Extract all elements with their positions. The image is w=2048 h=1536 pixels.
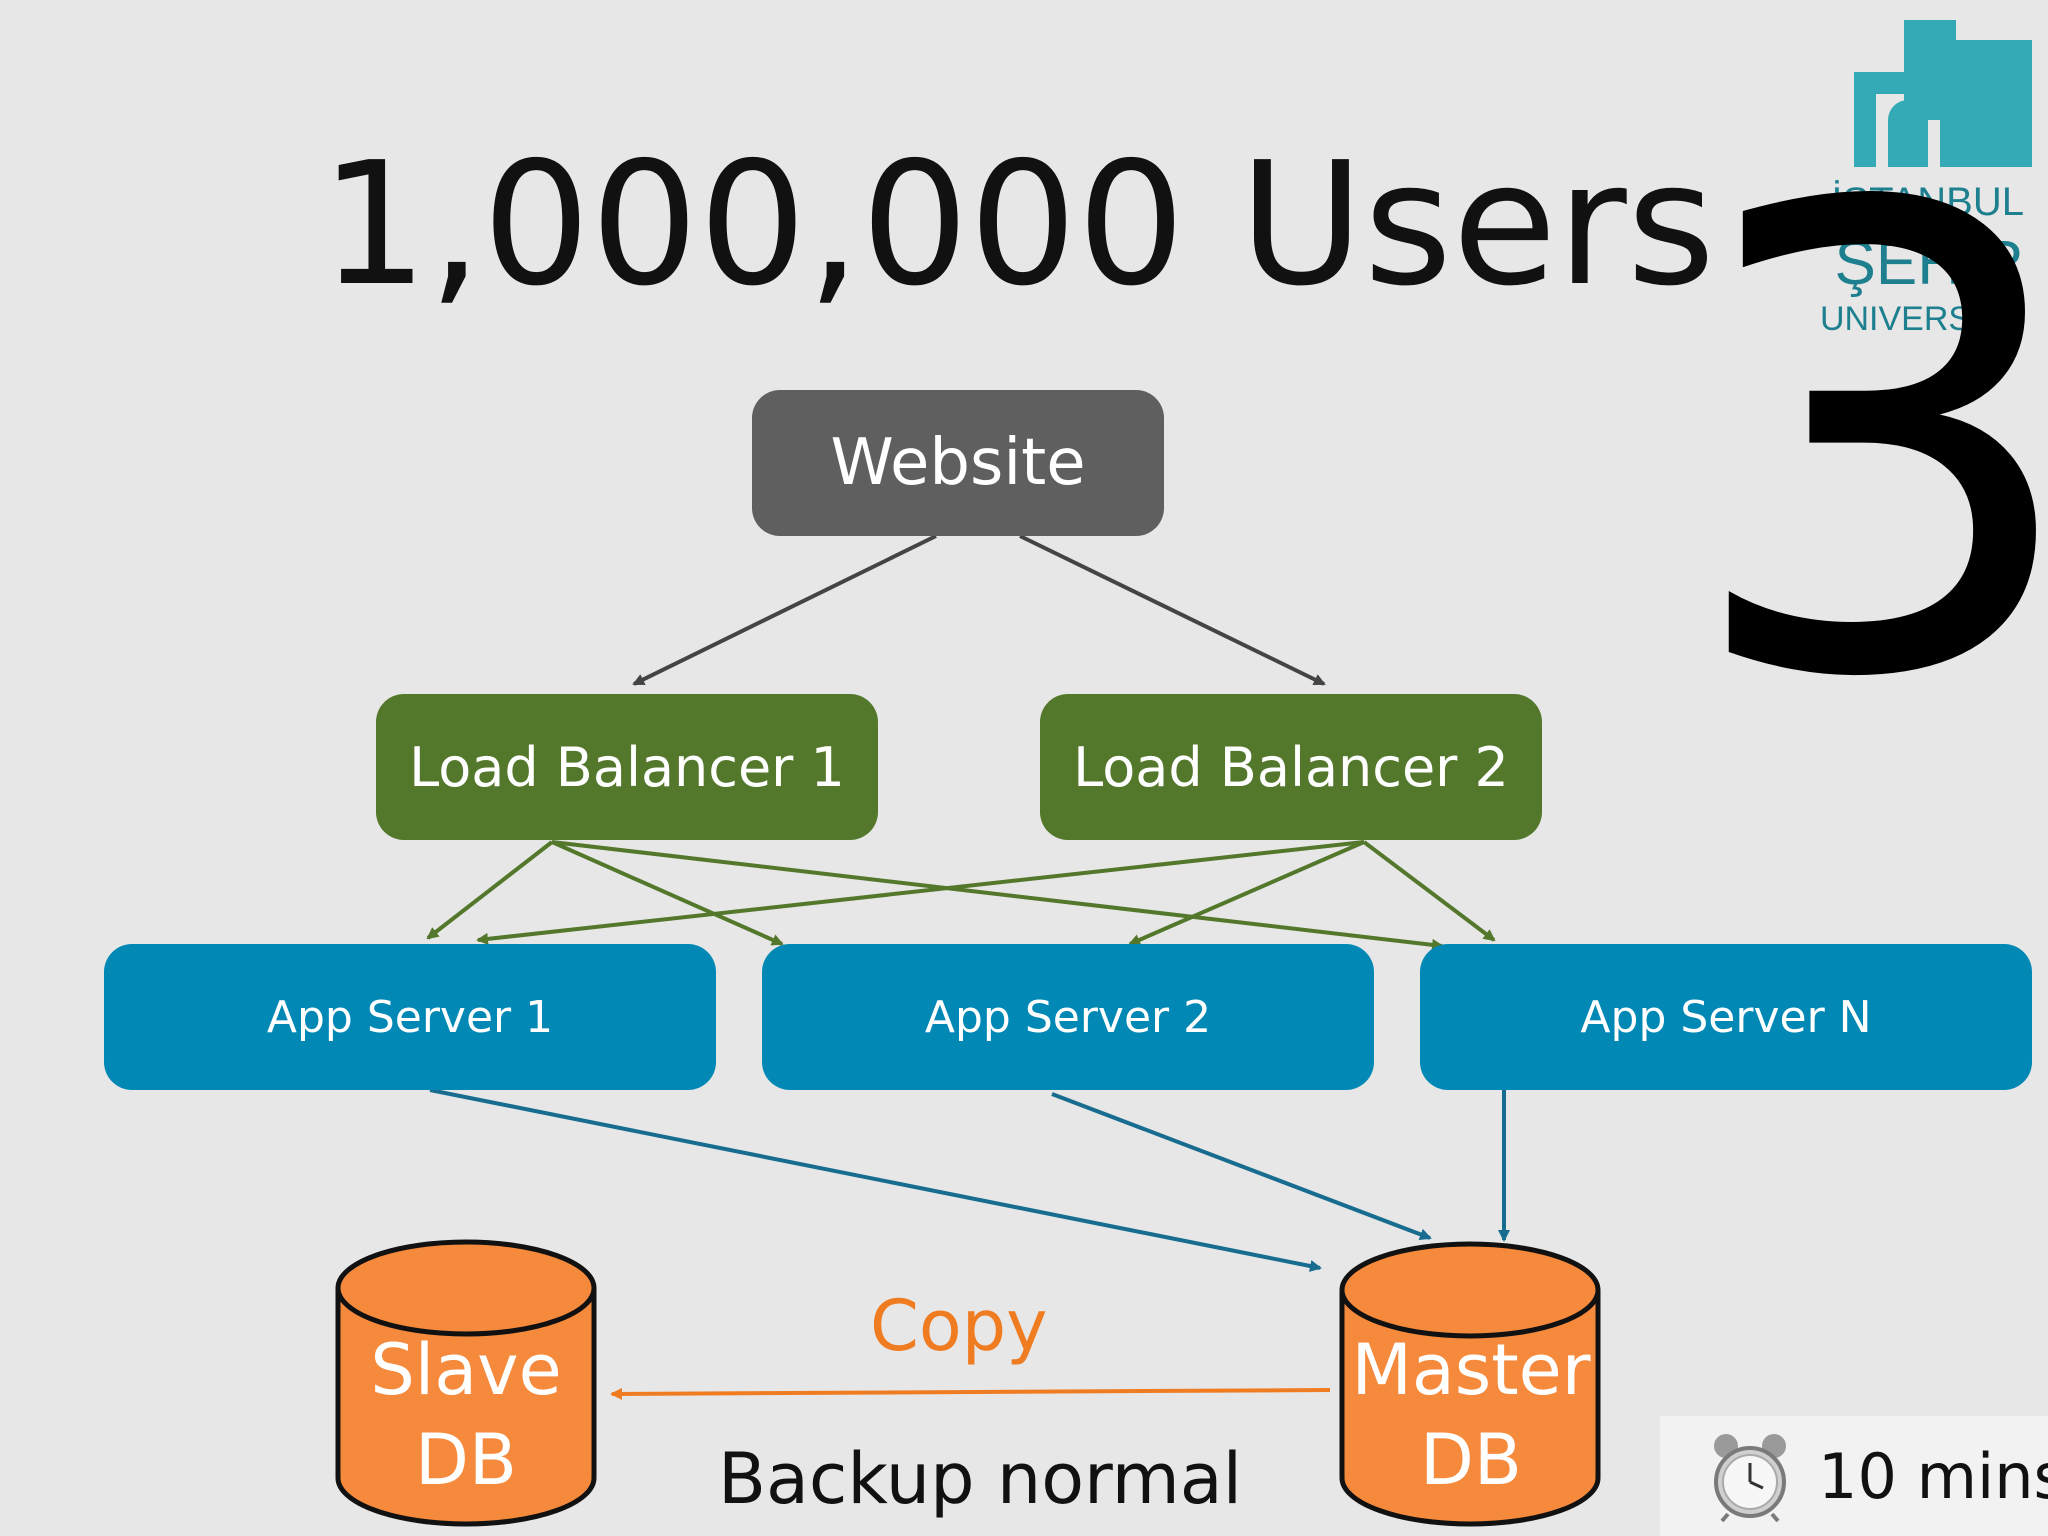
slide-title: 1,000,000 Users bbox=[320, 126, 1716, 324]
website-node: Website bbox=[752, 390, 1164, 536]
slave-db-label-line1: Slave bbox=[370, 1329, 562, 1411]
logo-text-line2: ŞEHİR bbox=[1834, 229, 2024, 298]
app-server-1: App Server 1 bbox=[104, 944, 716, 1090]
timer-text: 10 mins bbox=[1818, 1440, 2048, 1513]
slave-db-cylinder bbox=[335, 1239, 597, 1527]
logo-towers-icon bbox=[1854, 20, 2032, 167]
master-db-cylinder bbox=[1339, 1241, 1601, 1527]
app-server-n: App Server N bbox=[1420, 944, 2032, 1090]
edge-lb1-appn bbox=[551, 840, 1444, 951]
edge-lb2-app2 bbox=[1128, 840, 1365, 946]
master-db-label: Master DB bbox=[1336, 1326, 1606, 1505]
logo-text-line3: UNIVERSITY bbox=[1819, 300, 2024, 338]
app-server-2: App Server 2 bbox=[762, 944, 1374, 1090]
copy-label: Copy bbox=[870, 1285, 1048, 1367]
university-logo: İSTANBUL ŞEHİR UNIVERSITY bbox=[1820, 10, 2038, 338]
logo-text-line1: İSTANBUL bbox=[1831, 180, 2024, 224]
load-balancer-2: Load Balancer 2 bbox=[1040, 694, 1542, 840]
edge-lb1-app2 bbox=[551, 840, 784, 946]
edge-lb2-appn bbox=[1362, 840, 1496, 942]
edge-lb2-app1 bbox=[476, 840, 1365, 945]
alarm-clock-icon bbox=[1714, 1434, 1786, 1522]
edge-copy-master-slave bbox=[610, 1387, 1331, 1400]
slave-db-label: Slave DB bbox=[336, 1326, 596, 1505]
slave-db-label-line2: DB bbox=[415, 1418, 517, 1501]
step-number: 3 bbox=[1680, 72, 2048, 817]
timer-panel bbox=[1660, 1416, 2048, 1536]
edge-website-lb1 bbox=[632, 534, 937, 686]
edge-lb1-app1 bbox=[426, 840, 554, 940]
edge-app1-master bbox=[429, 1088, 1322, 1272]
master-db-label-line1: Master bbox=[1351, 1329, 1591, 1411]
load-balancer-1: Load Balancer 1 bbox=[376, 694, 878, 840]
edge-website-lb2 bbox=[1019, 534, 1326, 686]
backup-label: Backup normal bbox=[718, 1438, 1243, 1520]
master-db-label-line2: DB bbox=[1420, 1418, 1522, 1501]
edge-app2-master bbox=[1051, 1092, 1432, 1241]
